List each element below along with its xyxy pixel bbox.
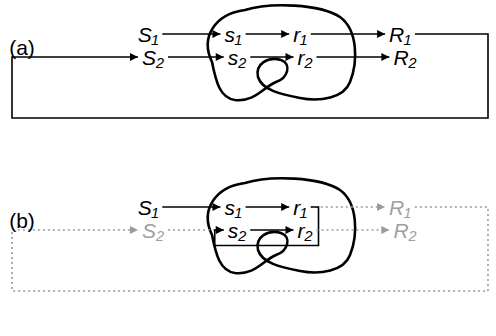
connector-arrow — [250, 229, 293, 231]
connector-arrow — [162, 206, 220, 208]
signal-symbol: r₂ — [296, 220, 313, 241]
connector-arrow — [246, 206, 290, 208]
symbol-text: R₂ — [393, 46, 416, 69]
panel-label: (a) — [9, 37, 35, 58]
dotted-connector — [311, 206, 385, 208]
signal-symbol: S₂ — [141, 220, 165, 241]
signal-symbol: R₂ — [392, 47, 417, 68]
brain-outline-b — [208, 178, 355, 273]
symbol-text: R₂ — [393, 219, 416, 242]
brain-outline-a — [208, 5, 355, 100]
signal-symbol: R₂ — [392, 220, 417, 241]
symbol-text: r₂ — [297, 46, 312, 69]
symbol-text: s₂ — [228, 219, 247, 242]
symbol-text: r₂ — [297, 219, 312, 242]
symbol-text: s₁ — [224, 196, 241, 219]
signal-symbol: s₂ — [227, 47, 248, 68]
symbol-text: r₁ — [293, 23, 307, 46]
brain-outline — [208, 5, 355, 100]
signal-symbol: s₁ — [223, 197, 242, 218]
dotted-connector — [317, 229, 390, 231]
connector-arrow — [250, 56, 293, 58]
symbol-text: R₁ — [389, 196, 411, 219]
connector-arrow — [12, 34, 488, 118]
signal-symbol: S₁ — [137, 197, 160, 218]
connector-arrow — [317, 56, 390, 58]
signal-symbol: S₁ — [137, 24, 160, 45]
connector-arrow — [162, 33, 220, 35]
connector-arrow — [246, 33, 290, 35]
symbol-text: r₁ — [293, 196, 307, 219]
signal-symbol: r₁ — [292, 197, 308, 218]
brain-outline — [208, 178, 355, 273]
signal-symbol: r₂ — [296, 47, 313, 68]
signal-symbol: S₂ — [141, 47, 165, 68]
signal-symbol: r₁ — [292, 24, 308, 45]
symbol-text: S₁ — [138, 23, 159, 46]
symbol-text: s₂ — [228, 46, 247, 69]
signal-symbol: R₁ — [388, 24, 412, 45]
dotted-connector — [12, 207, 488, 291]
symbol-text: S₁ — [138, 196, 159, 219]
signal-symbol: s₂ — [227, 220, 248, 241]
signal-symbol: R₁ — [388, 197, 412, 218]
connectors — [12, 34, 488, 291]
connector-arrow — [311, 33, 385, 35]
symbol-text: R₁ — [389, 23, 411, 46]
symbol-text: S₂ — [142, 219, 164, 242]
symbol-text: S₂ — [142, 46, 164, 69]
symbol-text: s₁ — [224, 23, 241, 46]
signal-symbol: s₁ — [223, 24, 242, 45]
panel-label: (b) — [9, 210, 35, 231]
connector-arrow — [168, 56, 224, 58]
